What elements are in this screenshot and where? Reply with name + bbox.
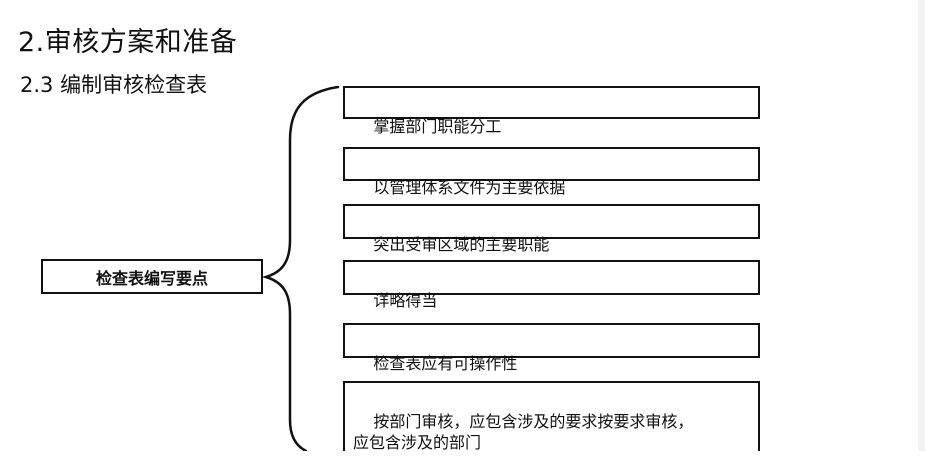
point-text: 按部门审核，应包含涉及的要求按要求审核， 应包含涉及的部门 [353, 411, 694, 453]
point-text: 突出受审区域的主要职能 [373, 234, 550, 254]
point-box: 突出受审区域的主要职能 [343, 204, 760, 254]
point-text: 检查表应有可操作性 [373, 353, 518, 373]
point-text: 以管理体系文件为主要依据 [373, 177, 566, 197]
point-box: 掌握部门职能分工 [343, 86, 760, 136]
point-box: 检查表应有可操作性 [343, 323, 760, 373]
point-text: 掌握部门职能分工 [373, 116, 502, 136]
slide-title: 2.审核方案和准备 [18, 27, 238, 58]
slide: 2.审核方案和准备 2.3 编制审核检查表 检查表编写要点 掌握部门职能分工 以… [18, 27, 760, 453]
main-topic-label: 检查表编写要点 [95, 268, 208, 288]
point-box: 按部门审核，应包含涉及的要求按要求审核， 应包含涉及的部门 [343, 381, 760, 453]
point-text: 详略得当 [373, 290, 438, 310]
slide-subtitle: 2.3 编制审核检查表 [20, 73, 208, 97]
right-edge-strip [918, 0, 925, 451]
point-box: 详略得当 [343, 260, 760, 310]
curly-brace [261, 85, 340, 451]
point-box: 以管理体系文件为主要依据 [343, 147, 760, 197]
main-topic-box: 检查表编写要点 [41, 259, 263, 294]
